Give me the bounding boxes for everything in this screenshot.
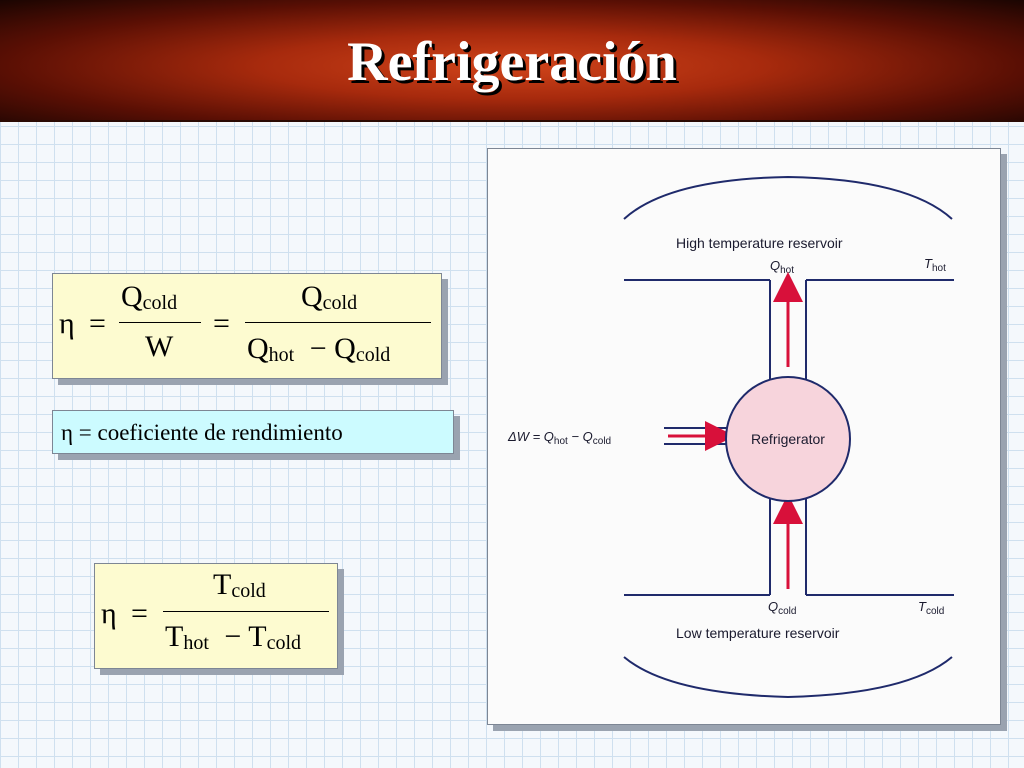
carnot-denominator: Thot − Tcold: [165, 620, 302, 654]
high-reservoir-label: High temperature reservoir: [676, 235, 843, 251]
high-reservoir-boundary: [623, 175, 953, 220]
t-hot-label: Thot: [924, 256, 946, 274]
carnot-formula-box: η = Tcold Thot − Tcold: [94, 563, 338, 669]
work-label: ΔW = Qhot − Qcold: [507, 429, 611, 447]
low-reservoir-label: Low temperature reservoir: [676, 625, 840, 641]
carnot-numerator: Tcold: [213, 568, 266, 602]
refrigerator-diagram-svg: High temperature reservoir Qhot Thot Re: [507, 175, 954, 699]
eta-symbol-2: η: [101, 597, 117, 630]
equals-sign-3: =: [131, 597, 148, 630]
refrigerator-diagram: High temperature reservoir Qhot Thot Re: [487, 148, 1001, 725]
efficiency-formula-box: η = Qcold W = Qcold Qhot − Qcold: [52, 273, 442, 379]
fraction2-numerator: Qcold: [301, 280, 358, 314]
definition-text: η = coeficiente de rendimiento: [61, 420, 343, 445]
fraction1-bar: [119, 322, 201, 323]
q-cold-label: Qcold: [768, 599, 796, 617]
equals-sign-2: =: [213, 307, 230, 340]
fraction2-bar: [245, 322, 431, 323]
slide-title: Refrigeración: [347, 31, 677, 93]
fraction2-denominator: Qhot − Qcold: [247, 332, 391, 366]
equals-sign: =: [89, 307, 106, 340]
definition-box: η = coeficiente de rendimiento: [52, 410, 454, 454]
refrigerator-label: Refrigerator: [751, 431, 825, 447]
q-hot-label: Qhot: [770, 258, 794, 276]
carnot-fraction-bar: [163, 611, 329, 612]
title-bar: Refrigeración: [0, 0, 1024, 122]
refrigerator-circle: [725, 376, 851, 502]
low-reservoir-boundary: [623, 656, 953, 699]
t-cold-label: Tcold: [918, 599, 944, 617]
eta-symbol: η: [59, 307, 75, 340]
fraction1-numerator: Qcold: [121, 280, 178, 314]
fraction1-denominator: W: [145, 330, 174, 363]
